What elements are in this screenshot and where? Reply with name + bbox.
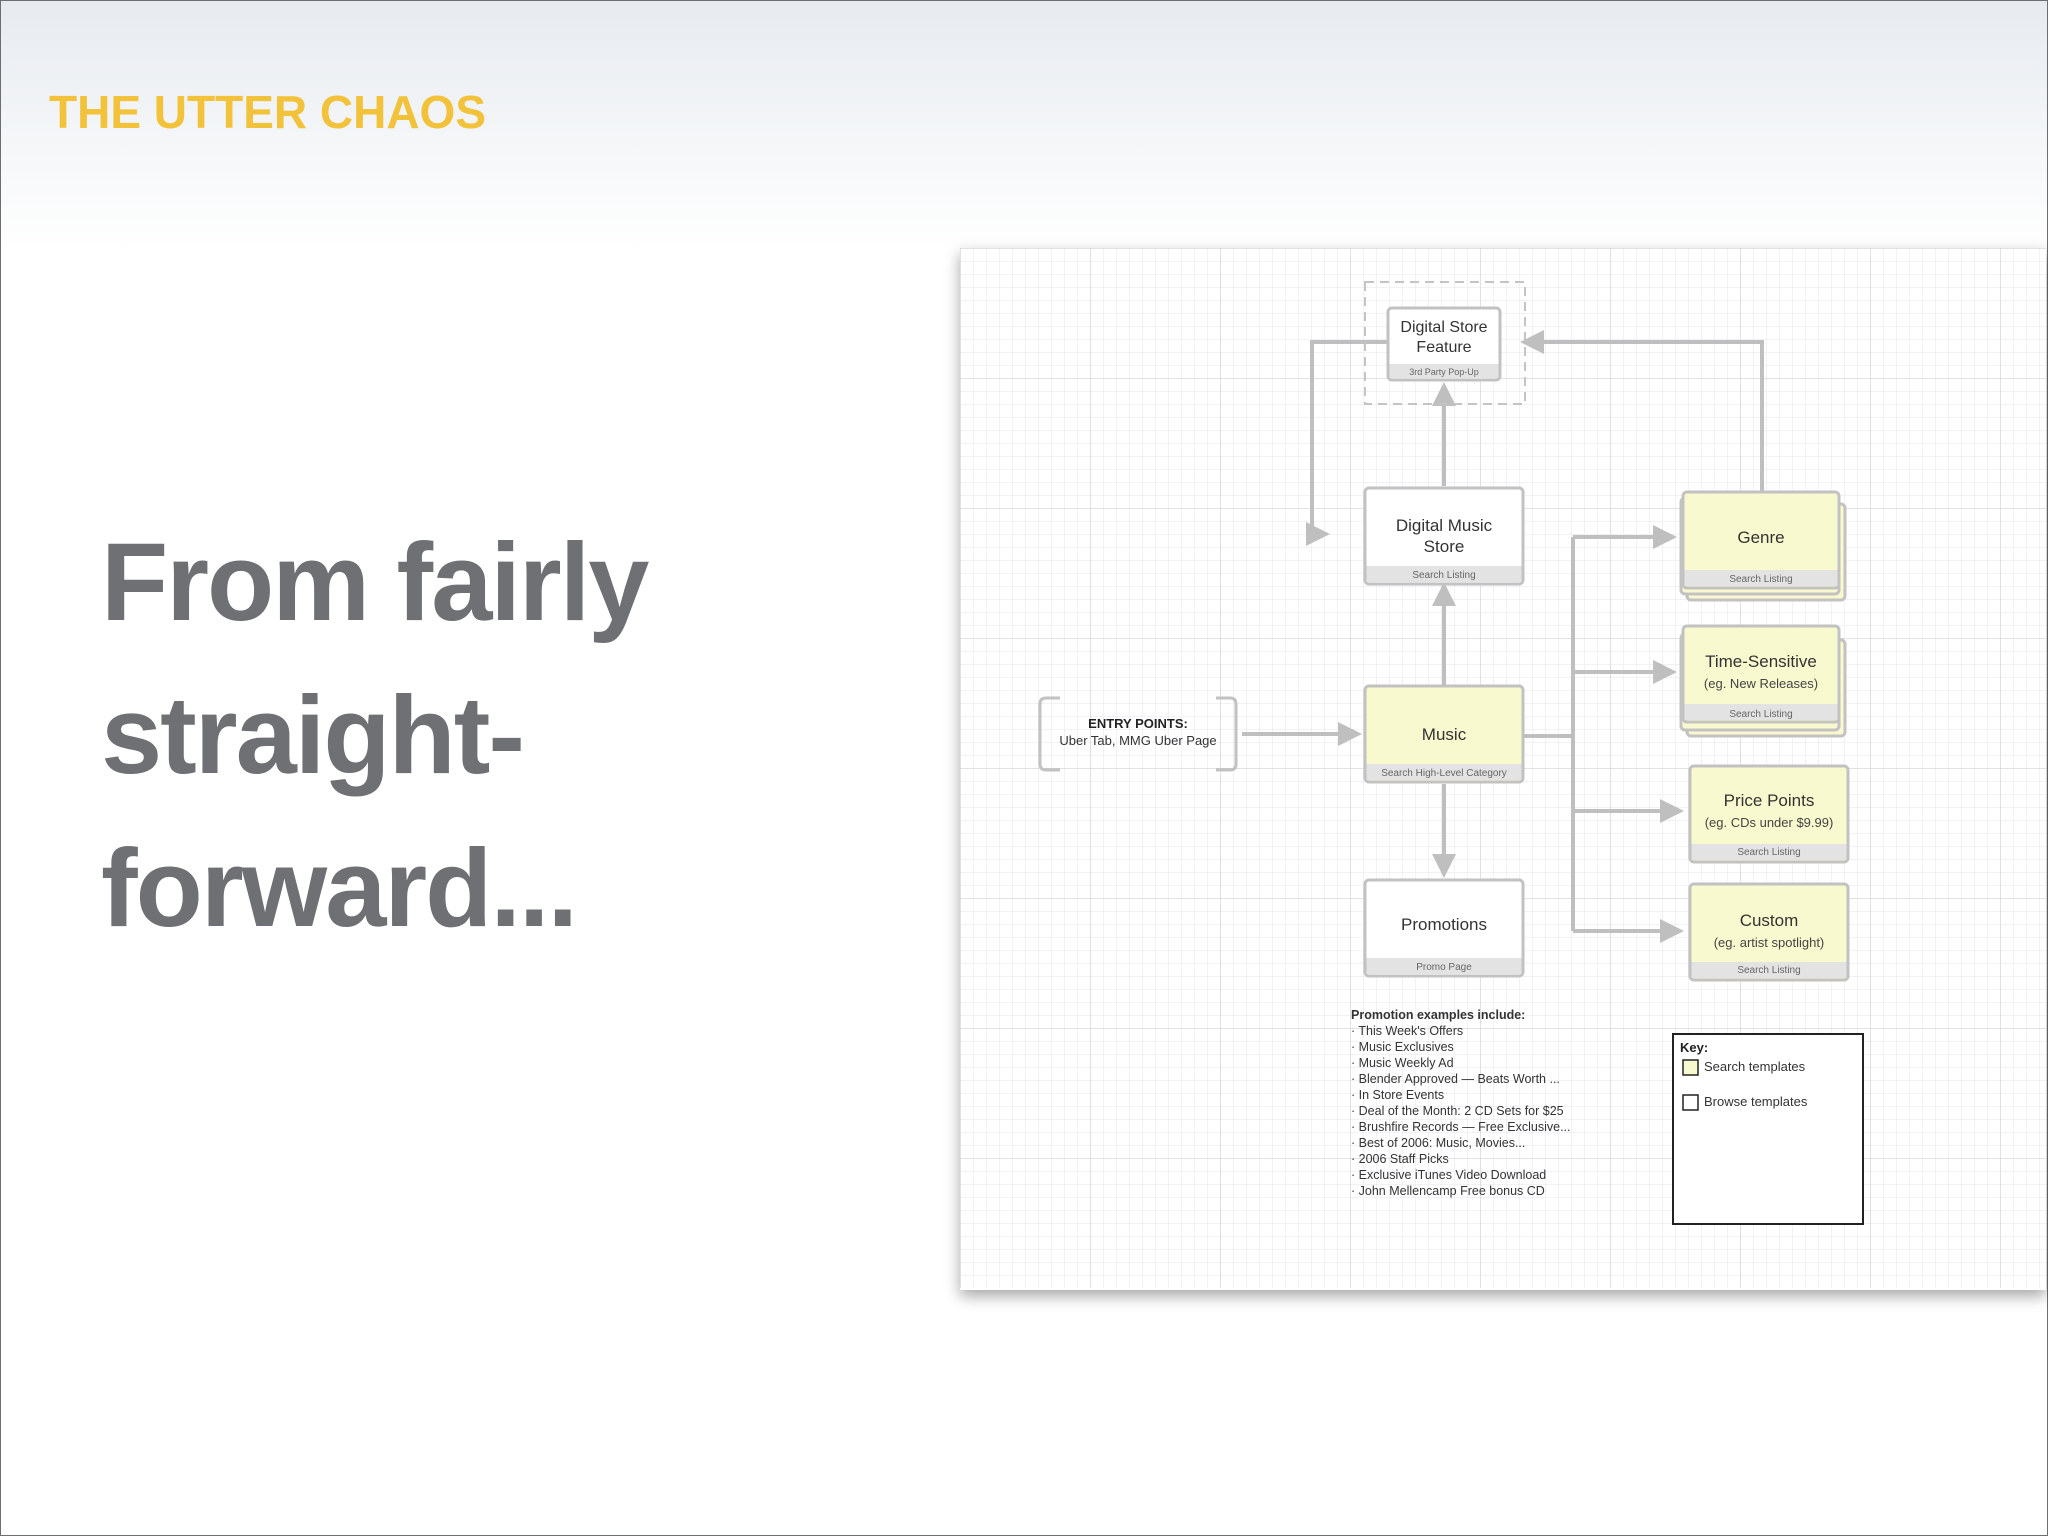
entry-points-text: Uber Tab, MMG Uber Page: [1059, 733, 1216, 748]
promotions-title: Promotions: [1401, 915, 1487, 934]
promotion-item: · Brushfire Records — Free Exclusive...: [1351, 1120, 1571, 1134]
key-swatch-search: [1682, 1059, 1699, 1076]
custom-footer: [1691, 962, 1847, 978]
time-title-line-2: (eg. New Releases): [1704, 676, 1818, 691]
feature-footer: [1389, 364, 1499, 378]
price-box: [1688, 764, 1850, 864]
promotion-item: · Deal of the Month: 2 CD Sets for $25: [1351, 1104, 1564, 1118]
promotion-item: · Blender Approved — Beats Worth ...: [1351, 1072, 1560, 1086]
genre-box: [1681, 490, 1841, 590]
price-footer: [1691, 844, 1847, 860]
music-box: [1363, 684, 1525, 784]
promotion-item: · Music Weekly Ad: [1351, 1056, 1454, 1070]
time-subtitle: Search Listing: [1729, 709, 1792, 720]
slide-title: THE UTTER CHAOS: [49, 86, 486, 138]
promotion-item: · John Mellencamp Free bonus CD: [1351, 1184, 1545, 1198]
key-label-search: Search templates: [1704, 1059, 1806, 1074]
entry-points-heading: ENTRY POINTS:: [1088, 716, 1188, 731]
key-frame: [1672, 1033, 1864, 1225]
feature-title-line-1: Digital Store: [1400, 319, 1487, 336]
price-subtitle: Search Listing: [1737, 847, 1800, 858]
node-store: Digital Music Store Search Listing: [1363, 486, 1525, 586]
genre-title: Genre: [1737, 528, 1784, 547]
key-label-browse: Browse templates: [1704, 1094, 1808, 1109]
price-title-line-1: Price Points: [1724, 791, 1815, 810]
promotion-item: · 2006 Staff Picks: [1351, 1152, 1449, 1166]
header-band: [1, 1, 2047, 251]
promotion-examples-heading: Promotion examples include:: [1351, 1008, 1525, 1022]
custom-box: [1688, 882, 1850, 982]
promotions-subtitle: Promo Page: [1416, 962, 1472, 973]
promotion-item: · In Store Events: [1351, 1088, 1444, 1102]
legend-key: Key: Search templates Browse templates: [1672, 1033, 1864, 1225]
connectors: [1242, 330, 1764, 943]
headline-line-2: straight-: [101, 674, 525, 797]
custom-title-line-2: (eg. artist spotlight): [1714, 935, 1825, 950]
store-title-line-2: Store: [1424, 537, 1465, 556]
music-title: Music: [1422, 725, 1467, 744]
genre-footer: [1684, 570, 1838, 586]
feature-title-line-2: Feature: [1416, 339, 1471, 356]
feature-dashed-frame: [1364, 281, 1526, 405]
promotions-box: [1363, 878, 1525, 978]
headline: From fairly straight- forward...: [101, 506, 721, 965]
entry-right-bracket: [1216, 696, 1238, 772]
node-promotions: Promotions Promo Page: [1363, 878, 1525, 978]
node-custom: Custom (eg. artist spotlight) Search Lis…: [1688, 882, 1850, 982]
price-title-line-2: (eg. CDs under $9.99): [1705, 815, 1834, 830]
promotions-footer: [1366, 958, 1522, 974]
headline-line-3: forward...: [101, 827, 578, 950]
music-subtitle: Search High-Level Category: [1381, 768, 1507, 779]
feature-subtitle: 3rd Party Pop-Up: [1409, 367, 1479, 377]
time-title-line-1: Time-Sensitive: [1705, 652, 1817, 671]
arrow-feature-to-store: [1306, 340, 1388, 546]
custom-title-line-1: Custom: [1740, 911, 1799, 930]
promotion-examples: Promotion examples include: · This Week'…: [1351, 1008, 1571, 1198]
key-swatch-browse: [1682, 1094, 1699, 1111]
entry-points: ENTRY POINTS: Uber Tab, MMG Uber Page: [1038, 696, 1238, 772]
key-heading: Key:: [1680, 1040, 1708, 1055]
time-box: [1681, 624, 1841, 724]
genre-subtitle: Search Listing: [1729, 574, 1792, 585]
headline-line-1: From fairly: [101, 521, 649, 644]
store-box: [1363, 486, 1525, 586]
node-music: Music Search High-Level Category: [1363, 684, 1525, 784]
time-footer: [1684, 704, 1838, 720]
store-title-line-1: Digital Music: [1396, 516, 1493, 535]
promotion-item: · Best of 2006: Music, Movies...: [1351, 1136, 1525, 1150]
entry-left-bracket: [1038, 696, 1060, 772]
arrow-genre-to-feature: [1520, 330, 1764, 492]
promotion-item: · Exclusive iTunes Video Download: [1351, 1168, 1546, 1182]
store-footer: [1366, 566, 1522, 582]
promotion-item: · Music Exclusives: [1351, 1040, 1454, 1054]
node-price-points: Price Points (eg. CDs under $9.99) Searc…: [1688, 764, 1850, 864]
store-subtitle: Search Listing: [1412, 570, 1475, 581]
node-genre: Genre Search Listing: [1679, 490, 1847, 602]
node-feature: Digital Store Feature 3rd Party Pop-Up: [1364, 281, 1526, 405]
music-footer: [1366, 764, 1522, 780]
node-time-sensitive: Time-Sensitive (eg. New Releases) Search…: [1679, 624, 1847, 738]
flow-diagram: Digital Store Feature 3rd Party Pop-Up D…: [960, 248, 2046, 1288]
promotion-item: · This Week's Offers: [1351, 1024, 1463, 1038]
custom-subtitle: Search Listing: [1737, 965, 1800, 976]
feature-box: [1386, 306, 1502, 382]
